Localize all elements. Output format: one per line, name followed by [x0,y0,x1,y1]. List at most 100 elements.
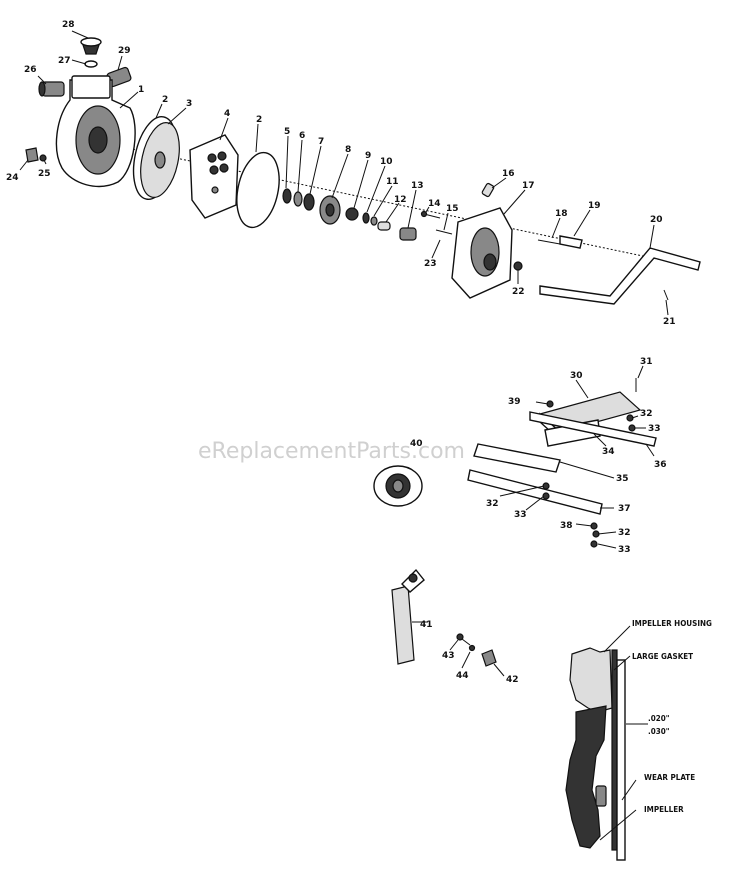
detail-label-clearance-min: .020" [648,714,670,723]
part-24-drain-plug [25,147,39,163]
part-21-screw [663,289,669,301]
callout-36: 36 [654,460,667,470]
part-5-seal [282,188,292,204]
callout-39: 39 [508,397,521,407]
callout-20: 20 [650,215,663,225]
callout-42: 42 [506,675,519,685]
callout-37: 37 [618,504,631,514]
callout-11: 11 [386,177,399,187]
part-26-port-fitting [38,81,65,97]
callout-8: 8 [345,145,351,155]
callout-16: 16 [502,169,515,179]
part-19-handle-clip [559,235,583,249]
leader-lines-detail [599,625,648,841]
part-1-impeller-housing [55,75,136,188]
callout-44: 44 [456,671,469,681]
detail-impeller-housing [569,647,613,713]
part-27-o-ring [84,60,98,68]
part-43-bolt [456,633,471,646]
callout-12: 12 [394,195,407,205]
part-7-seal-seat [303,193,315,211]
callout-29: 29 [118,46,131,56]
callout-5: 5 [284,127,290,137]
callout-7: 7 [318,137,324,147]
callout-35: 35 [616,474,629,484]
part-41-wrench [391,568,425,665]
callout-24: 24 [6,173,19,183]
detail-large-gasket [611,649,618,851]
part-33-nut-lower [542,492,550,500]
part-6-seal-ring [293,191,303,207]
callout-4: 4 [224,109,230,119]
detail-wear-plate [616,659,626,861]
callout-33a: 33 [648,424,661,434]
callout-26: 26 [24,65,37,75]
part-9-sleeve [345,207,359,221]
watermark: eReplacementParts.com [198,439,465,464]
callout-28: 28 [62,20,75,30]
callout-22: 22 [512,287,525,297]
part-13-coupling [399,227,417,241]
part-36-skid-rail [529,411,657,447]
callout-30: 30 [570,371,583,381]
part-12-bushing [377,221,391,231]
callout-21: 21 [663,317,676,327]
section-detail-view [565,647,626,861]
part-20-handle [539,247,701,305]
part-28-priming-cap [80,37,102,55]
callout-3: 3 [186,99,192,109]
callout-40: 40 [410,439,423,449]
callout-6: 6 [299,131,305,141]
callout-27: 27 [58,56,71,66]
detail-label-impeller-housing: IMPELLER HOUSING [632,619,712,628]
callout-2a: 2 [162,95,168,105]
callout-15: 15 [446,204,459,214]
part-22-nut [513,261,523,271]
part-14-screw-head [420,210,428,218]
callout-14: 14 [428,199,441,209]
callout-25: 25 [38,169,51,179]
callout-19: 19 [588,201,601,211]
part-10-washer [362,212,370,224]
callout-9: 9 [365,151,371,161]
part-16-pin [481,182,495,198]
part-15-screw [435,229,453,235]
detail-impeller [565,705,607,849]
callout-13: 13 [411,181,424,191]
part-3-wear-plate [140,122,180,198]
callout-32a: 32 [640,409,653,419]
part-2-gasket-second [236,151,280,229]
callout-10: 10 [380,157,393,167]
part-42-clip [481,649,497,667]
part-11-spring [370,216,378,226]
leader-lines-top [19,30,669,316]
part-17-engine-mount-flange [451,207,513,299]
part-33-nut-bottom [590,540,598,548]
part-25-plug [39,154,47,162]
detail-impeller-hub [595,785,607,807]
callout-43: 43 [442,651,455,661]
callout-33c: 33 [618,545,631,555]
callout-32b: 32 [486,499,499,509]
callout-2b: 2 [256,115,262,125]
detail-label-large-gasket: LARGE GASKET [632,652,693,661]
part-35-skid-rail [473,443,561,473]
part-4-cover-plate [189,134,239,219]
callout-1: 1 [138,85,144,95]
callout-17: 17 [522,181,535,191]
part-37-skid-base [467,469,603,515]
detail-label-clearance-max: .030" [648,727,670,736]
callout-31: 31 [640,357,653,367]
callout-41: 41 [420,620,433,630]
detail-label-wear-plate: WEAR PLATE [644,773,695,782]
callout-32c: 32 [618,528,631,538]
callout-38: 38 [560,521,573,531]
callout-23: 23 [424,259,437,269]
callout-33b: 33 [514,510,527,520]
callout-34: 34 [602,447,615,457]
leader-lines-middle [499,365,655,549]
part-44-washer [468,644,476,652]
part-8-impeller [319,195,341,225]
part-18-key [537,239,561,245]
